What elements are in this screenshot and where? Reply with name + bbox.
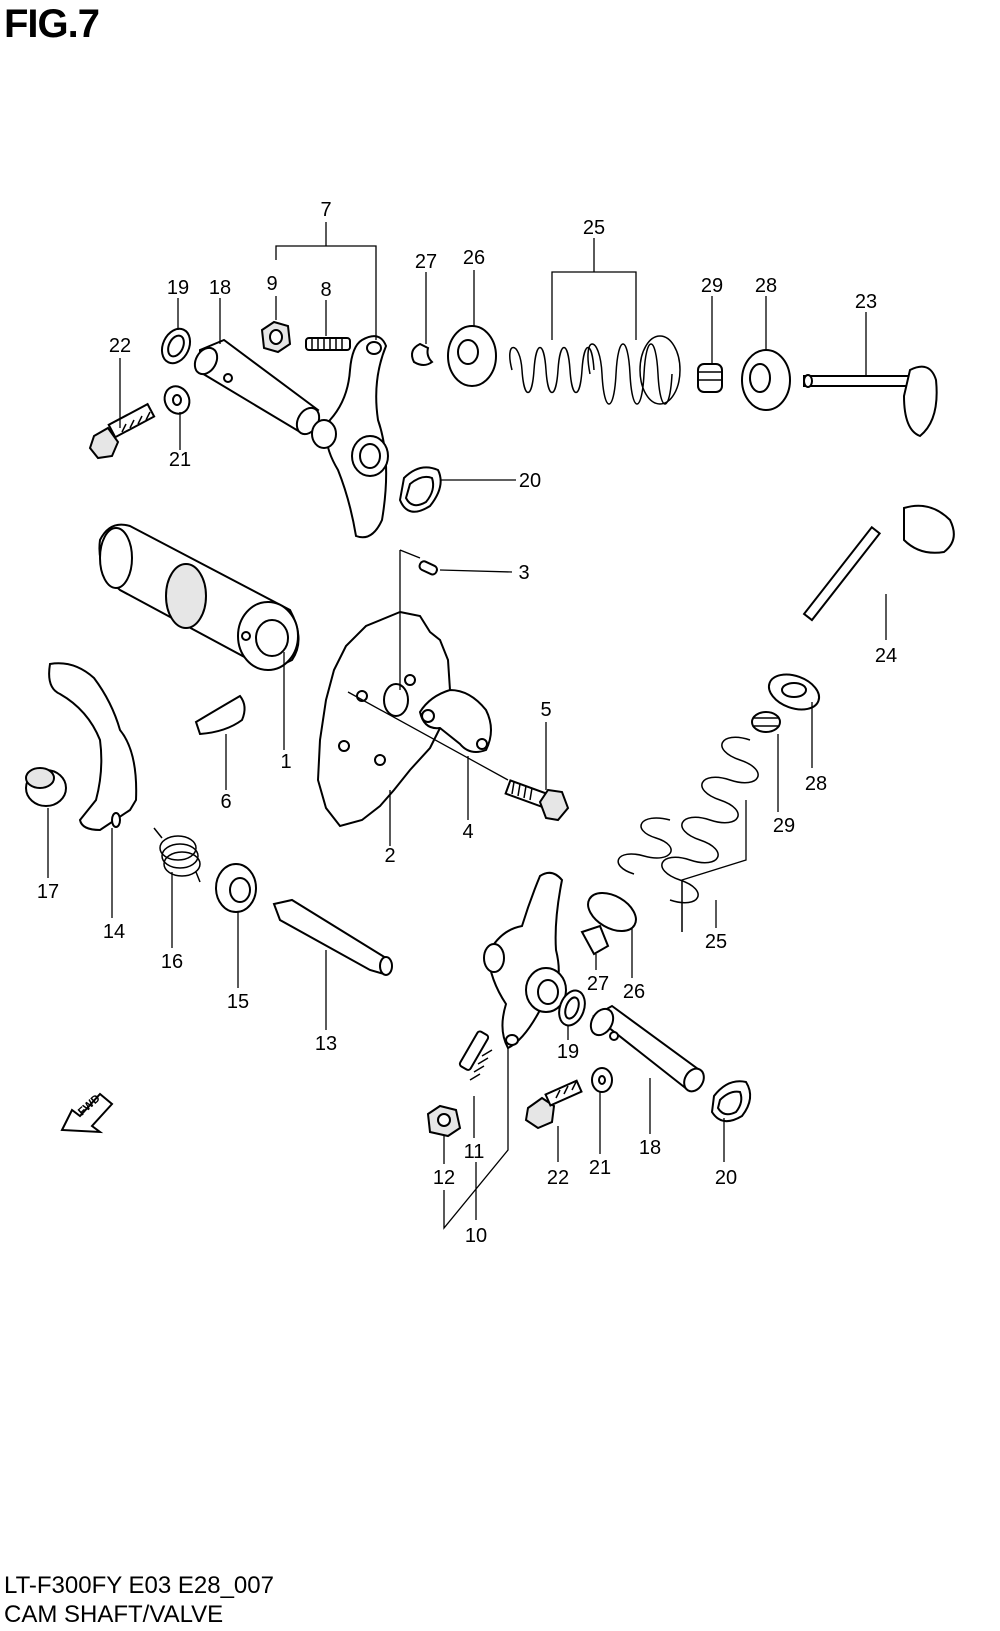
- part-29-stem-seal-top: [697, 363, 723, 393]
- part-23-intake-valve: [803, 365, 938, 438]
- part-17-bushing: [25, 767, 67, 807]
- callout-19-bottom: 19: [557, 1041, 579, 1063]
- figure-title: FIG.7: [4, 2, 100, 46]
- callout-4: 4: [462, 821, 473, 843]
- part-3-dowel-pin: [418, 560, 438, 576]
- callout-28-top: 28: [755, 275, 777, 297]
- callout-19-top: 19: [167, 277, 189, 299]
- part-15-oil-seal: [215, 863, 257, 913]
- part-28-spring-seat-top: [741, 349, 791, 411]
- part-9-nut-top: [260, 320, 292, 354]
- part-6-half-ring: [194, 694, 246, 736]
- callout-7: 7: [320, 199, 331, 221]
- part-11-adjust-screw-bottom: [458, 1030, 493, 1081]
- part-24-exhaust-valve: [802, 504, 955, 622]
- part-18-rocker-shaft-bottom: [589, 1004, 705, 1093]
- callout-26-right: 26: [623, 981, 645, 1003]
- part-26-retainer-top: [447, 325, 497, 387]
- callout-24: 24: [875, 645, 897, 667]
- callout-5: 5: [540, 699, 551, 721]
- callout-15: 15: [227, 991, 249, 1013]
- callout-22-top: 22: [109, 335, 131, 357]
- part-19-o-ring-bottom: [558, 989, 586, 1027]
- callout-12: 12: [433, 1167, 455, 1189]
- part-26-retainer-right: [587, 892, 637, 932]
- part-25-valve-springs-right: [617, 736, 759, 904]
- callout-2: 2: [384, 845, 395, 867]
- callout-9: 9: [266, 273, 277, 295]
- part-25-valve-springs-top: [509, 335, 681, 405]
- part-2-cam-sprocket: [316, 610, 452, 828]
- callout-26-top: 26: [463, 247, 485, 269]
- part-20-gasket-bottom: [710, 1080, 752, 1123]
- callout-17: 17: [37, 881, 59, 903]
- part-19-o-ring-top: [160, 327, 192, 365]
- part-27-cotter-right: [580, 924, 610, 956]
- part-12-nut-bottom: [426, 1104, 462, 1138]
- callout-27-top: 27: [415, 251, 437, 273]
- leader-lines: [47, 222, 887, 1230]
- part-10-rocker-arm-bottom: [483, 871, 567, 1050]
- part-20-gasket-top: [398, 466, 442, 513]
- part-16-spring: [153, 827, 201, 883]
- callout-25-top: 25: [583, 217, 605, 239]
- part-4-lock-plate: [418, 688, 492, 753]
- callout-6: 6: [220, 791, 231, 813]
- callout-1: 1: [280, 751, 291, 773]
- callout-10: 10: [465, 1225, 487, 1247]
- callout-numbers: 7 9 8 27 26 25 29 28 23 19 18 22 21 20 3…: [37, 199, 897, 1247]
- callout-20-top: 20: [519, 470, 541, 492]
- callout-14: 14: [103, 921, 125, 943]
- callout-29-top: 29: [701, 275, 723, 297]
- callout-18-top: 18: [209, 277, 231, 299]
- part-22-bolt-bottom: [524, 1079, 583, 1130]
- part-13-lifter-shaft: [272, 898, 393, 976]
- callout-28-right: 28: [805, 773, 827, 795]
- callout-16: 16: [161, 951, 183, 973]
- part-21-washer-bottom: [591, 1067, 613, 1093]
- callout-3: 3: [518, 562, 529, 584]
- part-28-spring-seat-right: [767, 673, 821, 711]
- callout-27-right: 27: [587, 973, 609, 995]
- part-18-rocker-shaft-top: [193, 338, 321, 436]
- part-1-camshaft: [98, 523, 300, 671]
- callout-25-right: 25: [705, 931, 727, 953]
- callout-8: 8: [320, 279, 331, 301]
- part-14-lifter-lever: [48, 662, 138, 832]
- fwd-arrow-icon: FWD: [60, 1093, 114, 1134]
- part-8-adjust-screw-top: [305, 337, 351, 351]
- part-22-bolt-top: [88, 402, 156, 460]
- callout-21-top: 21: [169, 449, 191, 471]
- callout-20-bottom: 20: [715, 1167, 737, 1189]
- callout-21-bottom: 21: [589, 1157, 611, 1179]
- callout-18-bottom: 18: [639, 1137, 661, 1159]
- diagram-name: CAM SHAFT/VALVE: [4, 1601, 224, 1628]
- callout-11: 11: [464, 1141, 485, 1163]
- callout-29-right: 29: [773, 815, 795, 837]
- part-21-washer-top: [163, 385, 191, 415]
- part-7-rocker-arm-top: [311, 335, 389, 539]
- part-5-sprocket-bolt: [347, 691, 570, 822]
- part-27-cotter-top: [411, 342, 434, 366]
- callout-13: 13: [315, 1033, 337, 1055]
- callout-22-bottom: 22: [547, 1167, 569, 1189]
- callout-23: 23: [855, 291, 877, 313]
- model-code: LT-F300FY E03 E28_007: [4, 1572, 274, 1599]
- part-29-stem-seal-right: [751, 711, 781, 733]
